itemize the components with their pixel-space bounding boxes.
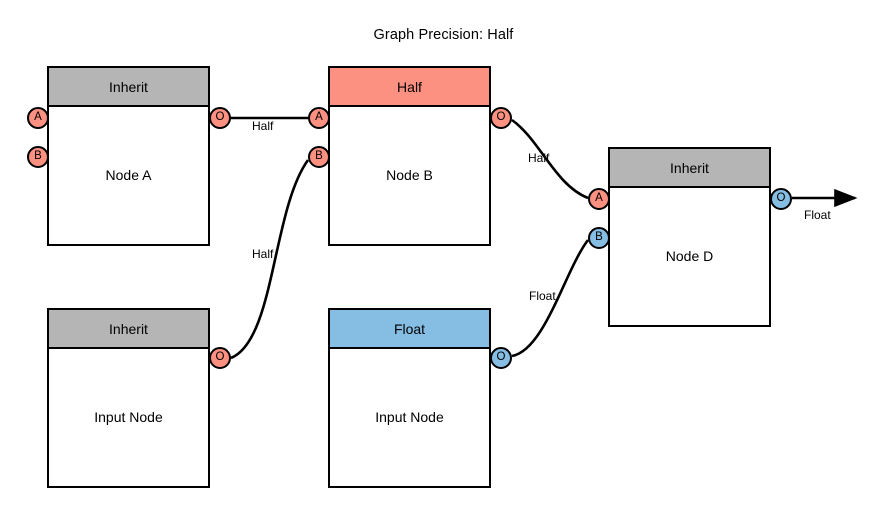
node-body-node-d: Node D bbox=[665, 248, 714, 264]
edge-edge-b-to-d[interactable] bbox=[511, 118, 589, 200]
port-node-b-b[interactable]: B bbox=[308, 146, 330, 168]
port-input-node-left-o[interactable]: O bbox=[209, 347, 231, 369]
edge-label-edge-input-middle-to-d: Float bbox=[529, 289, 556, 303]
node-header-input-node-left[interactable]: Inherit bbox=[49, 310, 208, 349]
port-node-d-o[interactable]: O bbox=[770, 188, 792, 210]
port-node-d-a[interactable]: A bbox=[588, 188, 610, 210]
port-input-node-middle-o[interactable]: O bbox=[490, 347, 512, 369]
page-title: Graph Precision: Half bbox=[373, 27, 514, 43]
edge-label-output-arrow: Float bbox=[804, 208, 831, 222]
port-node-a-a[interactable]: A bbox=[27, 107, 49, 129]
edge-label-edge-a-to-b: Half bbox=[252, 119, 274, 133]
port-node-b-o[interactable]: O bbox=[490, 107, 512, 129]
edge-label-edge-input-left-to-b: Half bbox=[252, 247, 274, 261]
node-body-input-node-middle: Input Node bbox=[375, 409, 444, 425]
port-node-b-a[interactable]: A bbox=[308, 107, 330, 129]
port-node-a-o[interactable]: O bbox=[209, 107, 231, 129]
edge-edge-input-left-to-b[interactable] bbox=[230, 159, 310, 360]
node-header-node-a[interactable]: Inherit bbox=[49, 68, 208, 107]
node-header-node-b[interactable]: Half bbox=[330, 68, 489, 107]
node-header-input-node-middle[interactable]: Float bbox=[330, 310, 489, 349]
port-node-a-b[interactable]: B bbox=[27, 146, 49, 168]
edge-edge-input-middle-to-d[interactable] bbox=[511, 239, 590, 358]
edge-label-edge-b-to-d: Half bbox=[528, 151, 550, 165]
port-node-d-b[interactable]: B bbox=[588, 227, 610, 249]
node-body-node-a: Node A bbox=[105, 167, 152, 183]
node-body-node-b: Node B bbox=[386, 167, 433, 183]
edge-path-group bbox=[230, 116, 858, 360]
node-header-node-d[interactable]: Inherit bbox=[610, 149, 769, 188]
node-body-input-node-left: Input Node bbox=[94, 409, 163, 425]
